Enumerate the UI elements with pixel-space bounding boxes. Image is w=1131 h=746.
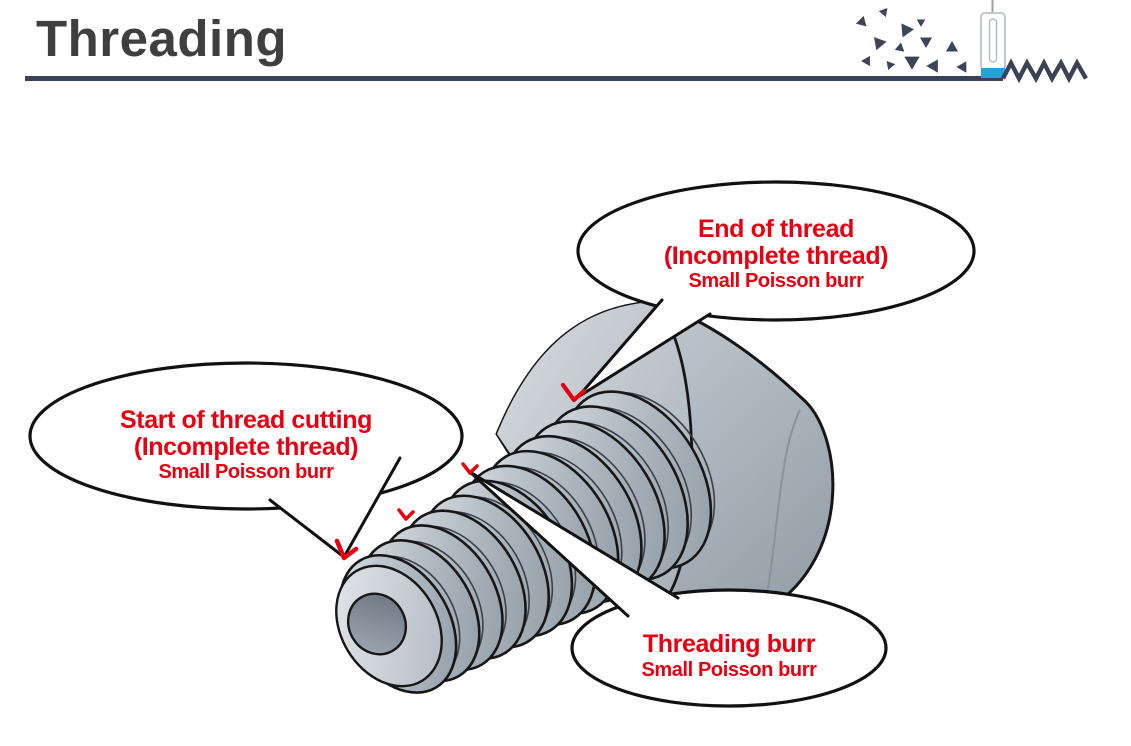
- callout-line: Start of thread cutting: [120, 406, 372, 434]
- thread-profile-zigzag-icon: [1001, 58, 1088, 84]
- callout-threading-burr: Threading burr Small Poisson burr: [570, 588, 888, 708]
- callout-bubble: [576, 180, 976, 322]
- callout-line: Small Poisson burr: [688, 270, 864, 292]
- callout-line: Small Poisson burr: [641, 659, 817, 681]
- burr-marker-mid-upper: [461, 462, 479, 475]
- burr-marker-end-of-thread: [560, 382, 587, 403]
- callout-start-of-thread: Start of thread cutting (Incomplete thre…: [28, 361, 464, 511]
- callout-line: End of thread: [698, 215, 854, 243]
- thread-cutting-process-icon: [855, 0, 1088, 84]
- screw-tip-hole: [346, 592, 408, 656]
- callout-line: Threading burr: [643, 630, 816, 658]
- burr-marker-start-of-thread: [334, 538, 359, 561]
- tool-tip-blue: [981, 68, 1005, 78]
- screw-illustration: [335, 300, 835, 694]
- header: Threading: [25, 0, 1088, 84]
- screw-head-back-rim: [765, 409, 801, 601]
- cutting-tool-icon: [980, 0, 1006, 78]
- callout-line: Small Poisson burr: [158, 461, 334, 483]
- page-title: Threading: [36, 10, 287, 67]
- callout-bubble: [28, 361, 464, 511]
- chips-scatter-icon: [855, 5, 967, 73]
- callout-line: (Incomplete thread): [664, 242, 888, 270]
- callout-end-of-thread: End of thread (Incomplete thread) Small …: [576, 180, 976, 322]
- burr-marker-mid-lower: [397, 508, 415, 521]
- title-underline: [25, 76, 1003, 81]
- tool-slot: [988, 18, 998, 63]
- callout-bubble: [570, 588, 888, 708]
- callout-line: (Incomplete thread): [134, 433, 358, 461]
